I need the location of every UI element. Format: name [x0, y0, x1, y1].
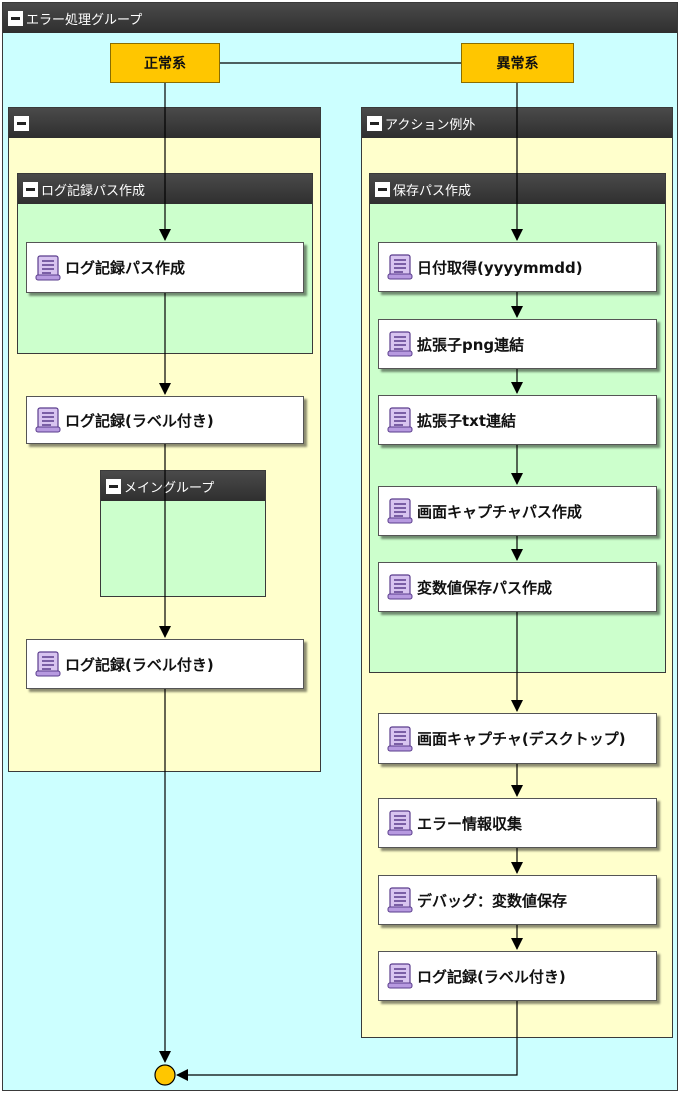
- action-concat-png[interactable]: 拡張子png連結: [378, 319, 657, 369]
- action-log-labeled[interactable]: ログ記録(ラベル付き): [26, 396, 304, 444]
- action-concat-txt[interactable]: 拡張子txt連結: [378, 395, 657, 445]
- action-label: ログ記録(ラベル付き): [65, 411, 214, 430]
- action-label: ログ記録(ラベル付き): [417, 967, 566, 986]
- script-scroll-icon: [35, 651, 61, 677]
- action-label: 画面キャプチャ(デスクトップ): [417, 730, 626, 748]
- branch-label: 異常系: [496, 56, 539, 72]
- flow-arrow: [176, 1001, 518, 1081]
- action-label: デバッグ：変数値保存: [417, 891, 568, 910]
- script-scroll-icon: [35, 254, 61, 280]
- script-scroll-icon: [387, 574, 413, 600]
- action-label: エラー情報収集: [417, 814, 523, 833]
- collapse-minus-icon[interactable]: [106, 478, 121, 494]
- group-title: エラー処理グループ: [26, 12, 143, 28]
- error-handling-group-header: エラー処理グループ: [3, 3, 677, 33]
- action-debug-save[interactable]: デバッグ：変数値保存: [378, 875, 657, 925]
- action-label: 拡張子txt連結: [417, 411, 517, 430]
- script-scroll-icon: [387, 887, 413, 913]
- group-title: 保存パス作成: [393, 183, 472, 199]
- collapse-minus-icon[interactable]: [23, 181, 38, 197]
- script-scroll-icon: [387, 963, 413, 989]
- script-scroll-icon: [387, 498, 413, 524]
- script-scroll-icon: [387, 725, 413, 751]
- branch-label: 正常系: [144, 56, 186, 72]
- action-log-labeled[interactable]: ログ記録(ラベル付き): [26, 639, 304, 689]
- action-var-save-path[interactable]: 変数値保存パス作成: [378, 562, 657, 612]
- collapse-minus-icon[interactable]: [8, 10, 23, 26]
- script-scroll-icon: [387, 810, 413, 836]
- collapse-minus-icon[interactable]: [367, 115, 382, 131]
- script-scroll-icon: [35, 407, 61, 433]
- action-label: 日付取得(yyyymmdd): [417, 258, 583, 277]
- end-node[interactable]: [154, 1064, 176, 1086]
- action-label: ログ記録(ラベル付き): [65, 655, 214, 674]
- script-scroll-icon: [387, 407, 413, 433]
- action-log-labeled[interactable]: ログ記録(ラベル付き): [378, 951, 657, 1001]
- script-scroll-icon: [387, 331, 413, 357]
- action-create-log-path[interactable]: ログ記録パス作成: [26, 242, 304, 293]
- action-get-date[interactable]: 日付取得(yyyymmdd): [378, 242, 657, 292]
- group-title: メイングループ: [124, 480, 215, 496]
- action-desktop-capture[interactable]: 画面キャプチャ(デスクトップ): [378, 713, 657, 764]
- action-error-info[interactable]: エラー情報収集: [378, 798, 657, 848]
- script-scroll-icon: [387, 254, 413, 280]
- abnormal-branch-node[interactable]: 異常系: [461, 43, 574, 83]
- action-label: 画面キャプチャパス作成: [417, 502, 582, 521]
- collapse-minus-icon[interactable]: [14, 115, 29, 131]
- main-group-header: メイングループ: [101, 471, 265, 501]
- group-title: アクション例外: [385, 117, 476, 133]
- action-label: 変数値保存パス作成: [417, 578, 553, 597]
- group-title: ログ記録パス作成: [41, 183, 146, 199]
- collapse-minus-icon[interactable]: [375, 181, 390, 197]
- action-label: 拡張子png連結: [417, 335, 525, 354]
- main-group: メイングループ: [100, 470, 266, 597]
- normal-branch-node[interactable]: 正常系: [110, 43, 220, 83]
- action-label: ログ記録パス作成: [65, 259, 186, 277]
- action-screenshot-path[interactable]: 画面キャプチャパス作成: [378, 486, 657, 536]
